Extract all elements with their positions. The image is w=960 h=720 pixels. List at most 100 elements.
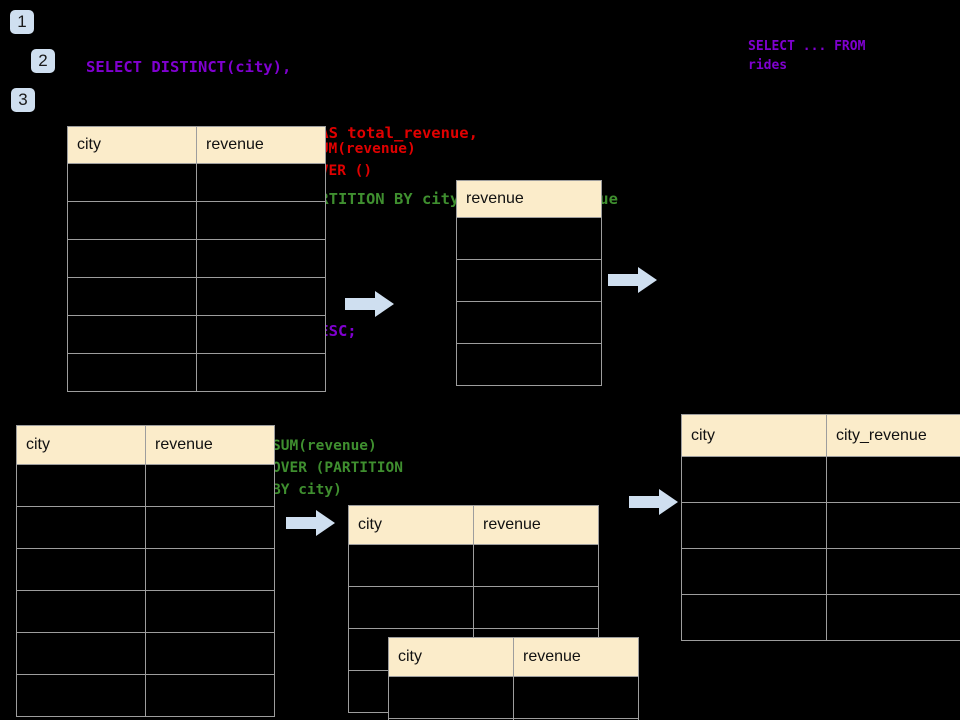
table-cell [826,502,960,549]
table-cell [826,548,960,595]
partition-group-table-back: city revenue [348,505,599,713]
table-cell [16,506,146,549]
table-header-row: city revenue [67,126,326,164]
table-header-row: city revenue [388,637,639,677]
column-header-city: city [388,637,514,677]
table-cell [196,353,326,392]
step-badge-2: 2 [31,49,55,73]
table-row [67,239,326,278]
table-cell [473,544,599,587]
table-cell [196,163,326,202]
table-cell [145,590,275,633]
table-cell [145,506,275,549]
table-row [456,259,602,302]
table-cell [145,674,275,717]
step-badge-1: 1 [10,10,34,34]
column-header-revenue: revenue [513,637,639,677]
table-cell [456,343,602,386]
table-row [67,163,326,202]
table-body [67,163,326,392]
table-header-row: city city_revenue [681,414,960,457]
table-cell [826,594,960,641]
step-badge-3-label: 3 [18,90,28,109]
table-row [456,217,602,260]
table-row [16,632,275,675]
table-row [67,277,326,316]
table-row [16,548,275,591]
table-cell [67,163,197,202]
step-badge-3: 3 [11,88,35,112]
table-body [16,464,275,717]
annotation-select-from-rides: SELECT ... FROM rides [748,39,866,73]
column-header-city: city [348,505,474,545]
table-header-row: city revenue [16,425,275,465]
table-row [67,315,326,354]
column-header-city: city [16,425,146,465]
annotation-sum-over-empty: SUM(revenue) OVER () [311,141,416,179]
table-cell [145,632,275,675]
arrow-total-to-result-icon [608,267,657,293]
table-row [456,343,602,386]
table-cell [196,315,326,354]
table-row [16,506,275,549]
table-cell [16,674,146,717]
table-cell [16,464,146,507]
table-cell [513,718,639,720]
rides-source-table-bottom: city revenue [16,425,275,717]
column-header-city: city [67,126,197,164]
table-row [681,502,960,549]
table-cell [473,586,599,629]
partition-group-table-front: city revenue [388,637,639,720]
table-cell [681,594,827,641]
table-cell [145,464,275,507]
table-row [681,548,960,595]
table-cell [348,544,474,587]
table-cell [196,277,326,316]
sql-line-1: SELECT DISTINCT(city), [86,58,292,76]
table-row [16,464,275,507]
table-cell [681,548,827,595]
table-cell [456,217,602,260]
table-cell [67,239,197,278]
table-cell [681,456,827,503]
table-row [348,544,599,587]
table-row [681,594,960,641]
table-cell [67,315,197,354]
table-body [681,456,960,641]
table-row [16,674,275,717]
rides-source-table: city revenue [67,126,326,392]
table-cell [16,590,146,633]
table-cell [826,456,960,503]
table-cell [196,201,326,240]
column-header-city-revenue: city_revenue [826,414,960,457]
arrow-source-to-total-icon [345,291,394,317]
table-row [681,456,960,503]
column-header-revenue: revenue [456,180,602,218]
table-cell [513,676,639,719]
table-header-row: revenue [456,180,602,218]
column-header-revenue: revenue [145,425,275,465]
table-cell [67,201,197,240]
table-row [348,586,599,629]
table-row [67,353,326,392]
table-body [456,217,602,386]
table-cell [196,239,326,278]
total-revenue-table: revenue [456,180,602,386]
table-cell [456,301,602,344]
arrow-source-to-partition-icon [286,510,335,536]
table-row [67,201,326,240]
city-revenue-result-table: city city_revenue [681,414,960,641]
table-row [16,590,275,633]
step-badge-1-label: 1 [17,12,27,31]
table-row [456,301,602,344]
table-row [388,718,639,720]
column-header-city: city [681,414,827,457]
table-row [388,676,639,719]
table-cell [145,548,275,591]
table-cell [67,277,197,316]
arrow-partition-to-result-icon [629,489,678,515]
table-cell [348,586,474,629]
column-header-revenue: revenue [196,126,326,164]
table-cell [681,502,827,549]
